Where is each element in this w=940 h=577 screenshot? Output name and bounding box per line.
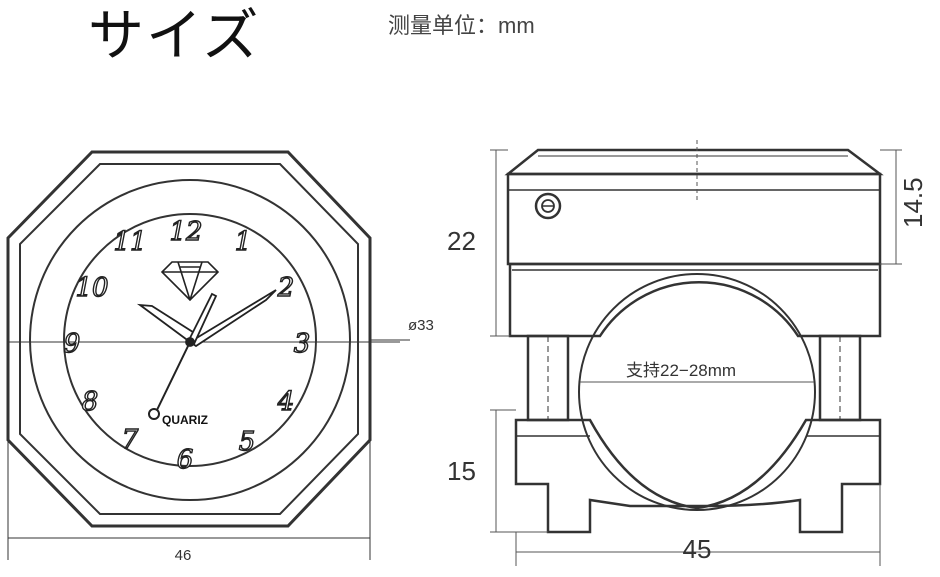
numeral-11: 11 <box>113 227 146 257</box>
clock-diameter-label: ø33 <box>408 317 434 334</box>
page-title: サイズ <box>88 4 261 69</box>
brand-label: QUARIZ <box>162 413 208 427</box>
numeral-2: 2 <box>277 273 295 303</box>
clock-bezel-inner <box>19 163 359 515</box>
clock-bezel-outer <box>6 150 372 528</box>
unit-note: 测量单位：mm <box>388 13 535 38</box>
clock-width-label: 46 <box>175 547 192 564</box>
clock-hands <box>136 289 277 420</box>
hour-hand <box>136 303 198 344</box>
numeral-6: 6 <box>177 445 194 475</box>
mount-upper-block <box>506 172 882 266</box>
numeral-9: 9 <box>64 329 81 359</box>
mount-top-height-label: 14.5 <box>898 177 928 228</box>
hands-pivot <box>185 337 195 347</box>
mount-side-view <box>504 148 884 534</box>
numeral-3: 3 <box>294 329 311 359</box>
clock-front-view <box>6 150 410 560</box>
numeral-10: 10 <box>75 273 108 303</box>
diamond-icon <box>160 261 220 302</box>
mount-lower-clamp <box>514 418 882 534</box>
clock-bezel-ring <box>29 179 351 501</box>
mount-upper-clamp <box>508 262 882 338</box>
handlebar-circle <box>578 273 816 511</box>
numeral-7: 7 <box>122 425 139 455</box>
numeral-1: 1 <box>235 227 252 257</box>
numeral-8: 8 <box>82 387 99 417</box>
bolt-head-icon <box>534 192 562 220</box>
clock-dial <box>63 213 317 467</box>
mount-support-label: 支持22−28mm <box>626 361 736 380</box>
mount-height-label: 22 <box>447 226 476 256</box>
mount-dimensions <box>490 140 902 566</box>
second-hand-counterweight <box>148 408 160 420</box>
numeral-4: 4 <box>277 387 295 417</box>
mount-width-label: 45 <box>683 534 712 564</box>
numeral-12: 12 <box>169 217 202 247</box>
mount-bottom-height-label: 15 <box>447 456 476 486</box>
second-hand-tail <box>155 341 191 413</box>
numeral-5: 5 <box>239 427 256 457</box>
mount-top-cap <box>504 148 884 176</box>
